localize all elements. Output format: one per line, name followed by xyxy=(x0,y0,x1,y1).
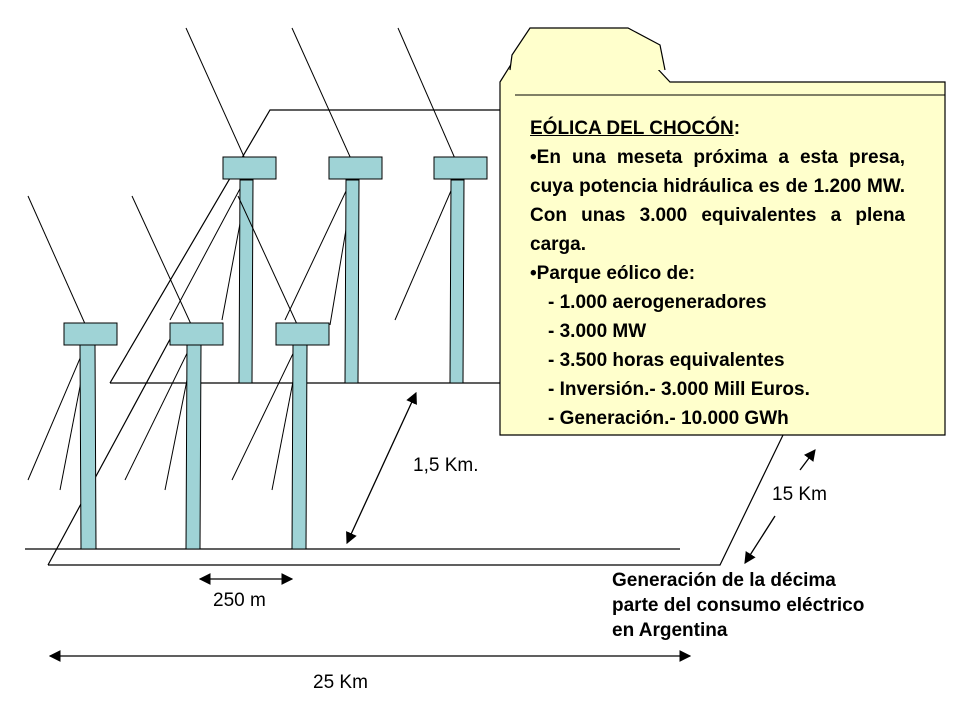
turbine-back-2 xyxy=(284,27,383,384)
turbine-front-1 xyxy=(27,195,118,550)
plateau-outline xyxy=(109,109,520,384)
callout-item: - 3.500 horas equivalentes xyxy=(548,350,785,371)
callout-bullet-1: •En una meseta próxima a esta presa, cuy… xyxy=(530,147,905,255)
generation-line: parte del consumo eléctrico xyxy=(612,595,865,616)
info-callout xyxy=(499,27,946,436)
generation-line: en Argentina xyxy=(612,620,728,641)
turbine-front-2 xyxy=(124,195,224,550)
turbine-back-1 xyxy=(169,27,277,384)
generation-line: Generación de la décima xyxy=(612,570,836,591)
callout-item: - Generación.- 10.000 GWh xyxy=(548,408,789,429)
label-15-km: 15 Km xyxy=(772,484,827,505)
callout-item: - 1.000 aerogeneradores xyxy=(548,292,767,313)
callout-text: EÓLICA DEL CHOCÓN: •En una meseta próxim… xyxy=(530,114,905,433)
plateau-front-edge xyxy=(48,399,801,566)
turbine-back-3 xyxy=(394,27,488,384)
label-250-m: 250 m xyxy=(213,590,266,611)
callout-item: - 3.000 MW xyxy=(548,321,647,342)
callout-bullet-2: •Parque eólico de: xyxy=(530,263,696,284)
callout-title: EÓLICA DEL CHOCÓN xyxy=(530,118,734,139)
turbine-front-3 xyxy=(231,195,330,550)
callout-item: - Inversión.- 3.000 Mill Euros. xyxy=(548,379,810,400)
generation-note: Generación de la décima parte del consum… xyxy=(612,568,864,643)
arrow-1-5-km xyxy=(346,391,417,545)
arrow-15-km-top xyxy=(799,449,816,471)
label-1-5-km: 1,5 Km. xyxy=(413,455,479,476)
arrow-15-km-bottom xyxy=(744,515,776,564)
plateau-left-edge xyxy=(47,329,176,566)
callout-title-colon: : xyxy=(733,118,741,139)
label-25-km: 25 Km xyxy=(313,672,368,693)
